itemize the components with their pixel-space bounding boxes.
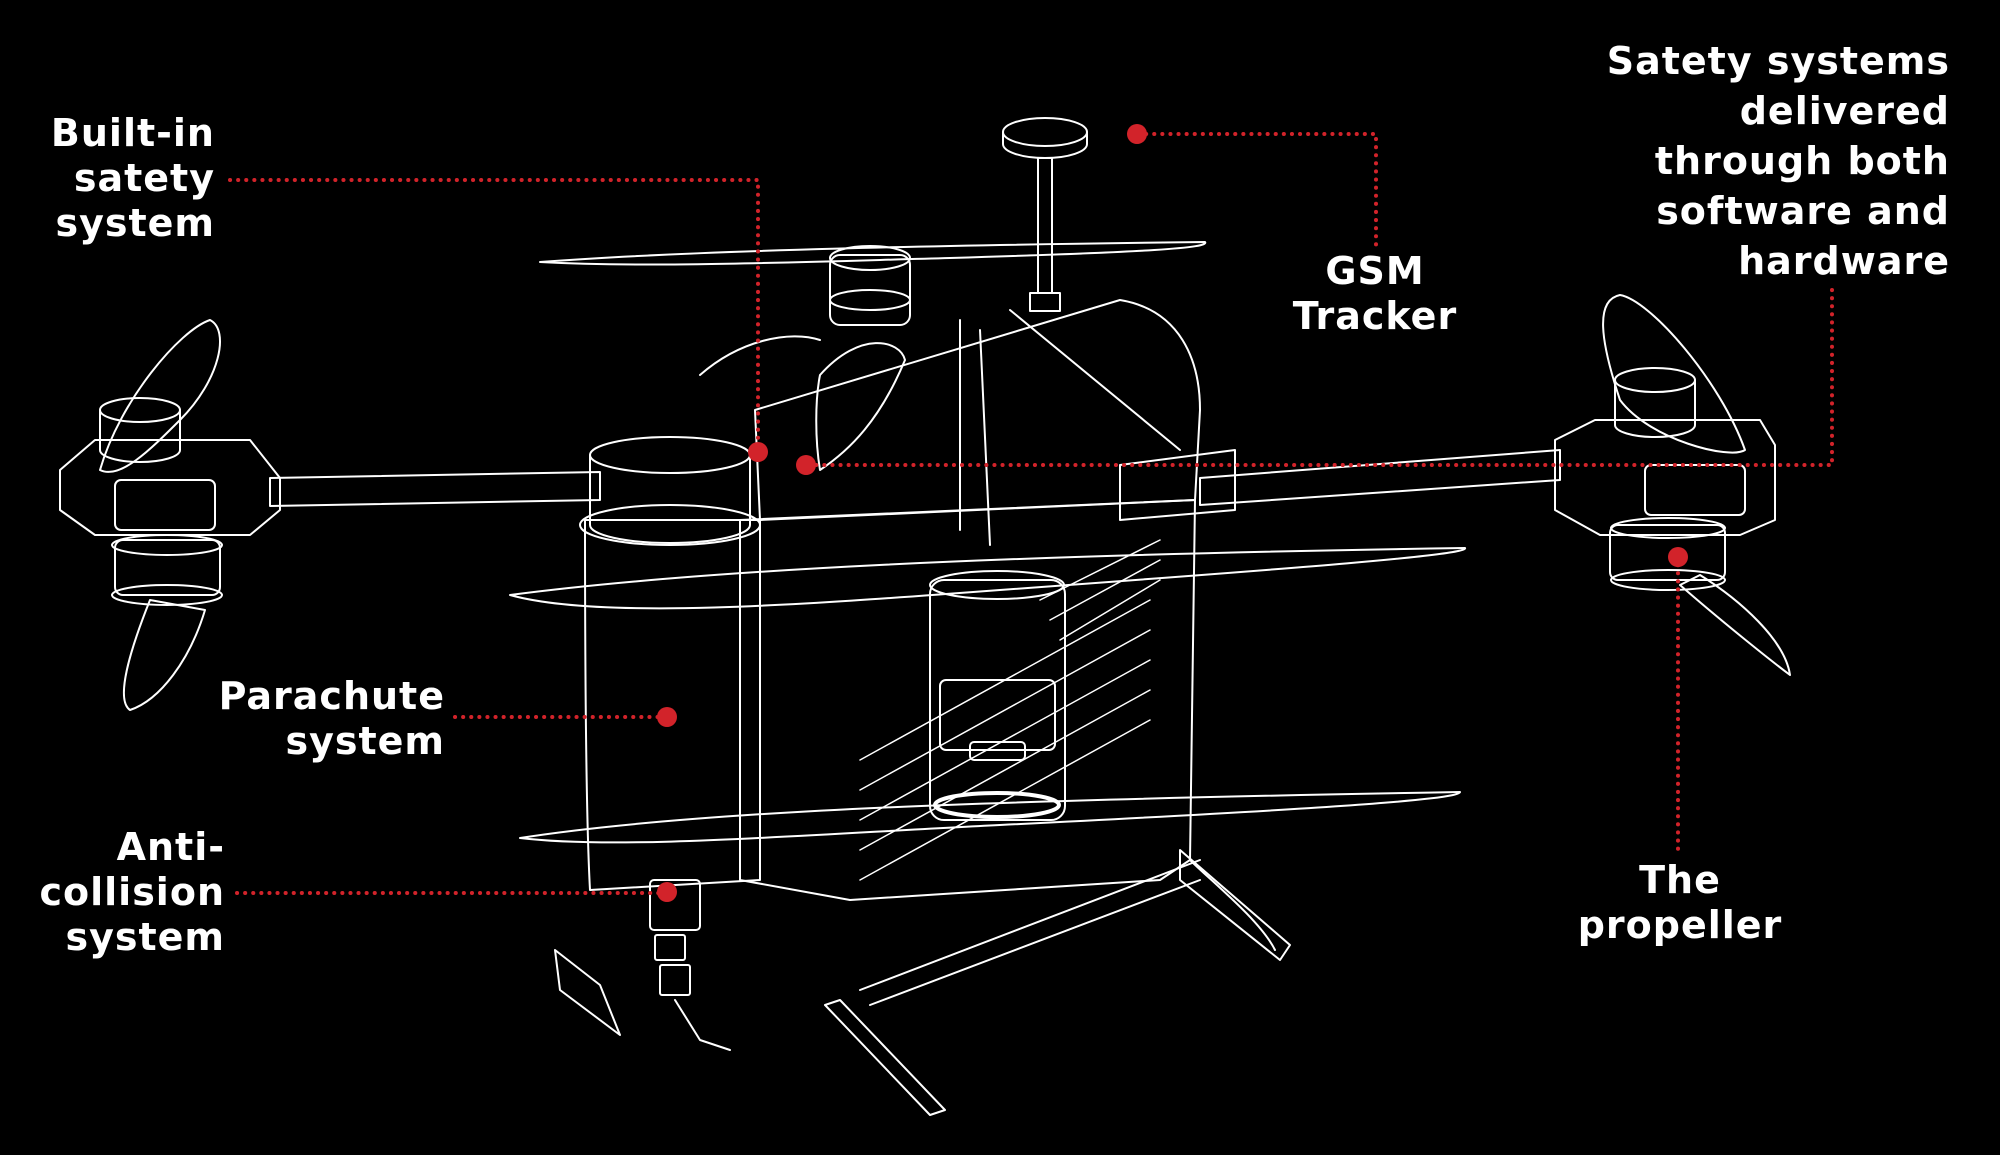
label-line: software and	[1656, 189, 1950, 233]
right-arm	[1119, 294, 1791, 676]
label-line: The	[1639, 858, 1721, 902]
right-propeller-blade-down	[1679, 574, 1791, 676]
dot-propeller	[1668, 547, 1688, 567]
label-parachute: Parachute system	[200, 674, 445, 764]
left-propeller-blade-down	[122, 599, 206, 711]
label-line: system	[55, 201, 215, 245]
dot-safety-delivered	[796, 455, 816, 475]
leader-gsm	[1136, 132, 1378, 248]
label-line: through both	[1654, 139, 1950, 183]
left-propeller-blade-up	[99, 319, 221, 473]
rear-motor	[829, 245, 911, 326]
dot-parachute	[657, 707, 677, 727]
label-anti-collision: Anti- collision system	[20, 825, 225, 960]
dot-builtin-safety	[748, 442, 768, 462]
dot-anti-collision	[657, 882, 677, 902]
anti-collision-sensor	[649, 879, 731, 1051]
dot-gsm	[1127, 124, 1147, 144]
left-arm	[59, 319, 601, 711]
label-line: collision	[39, 870, 225, 914]
label-line: satety	[73, 156, 215, 200]
label-line: Anti-	[116, 825, 225, 869]
label-line: Satety systems	[1606, 39, 1950, 83]
label-line: system	[65, 915, 225, 959]
front-propeller-lower	[519, 791, 1461, 844]
label-line: system	[285, 719, 445, 763]
label-line: delivered	[1739, 89, 1950, 133]
label-line: Tracker	[1292, 294, 1458, 338]
drone-body	[584, 299, 1201, 901]
leader-safety-delivered	[808, 288, 1834, 467]
label-line: GSM	[1325, 249, 1425, 293]
front-propeller-upper	[509, 547, 1467, 610]
label-line: hardware	[1738, 239, 1950, 283]
right-propeller-blade-up	[1602, 294, 1746, 454]
label-line: Parachute	[218, 674, 445, 718]
leader-builtin-safety	[228, 178, 760, 454]
rear-propeller-blade	[539, 241, 1207, 266]
label-propeller: The propeller	[1560, 858, 1800, 948]
label-gsm-tracker: GSM Tracker	[1280, 249, 1470, 339]
label-builtin-safety: Built-in satety system	[40, 111, 215, 246]
landing-gear	[554, 849, 1291, 1116]
label-line: Built-in	[50, 111, 215, 155]
label-safety-delivered: Satety systems delivered through both so…	[1580, 36, 1950, 286]
gsm-antenna	[1002, 117, 1088, 312]
label-line: propeller	[1577, 903, 1783, 947]
